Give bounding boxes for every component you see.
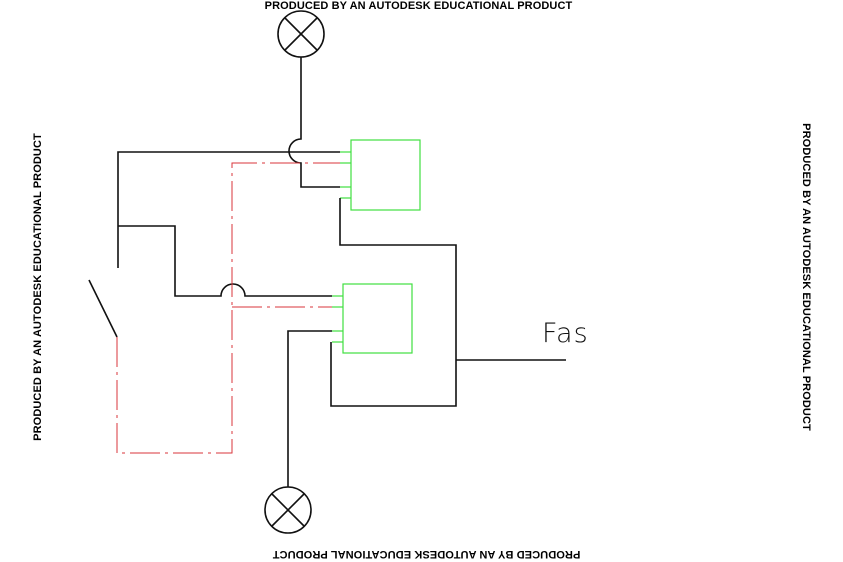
control-wires [116,162,340,454]
switch-contact [88,279,118,338]
relay-pins [332,151,351,343]
watermark-top: PRODUCED BY AN AUTODESK EDUCATIONAL PROD… [264,0,573,12]
power-wires [88,57,566,487]
phase-label: Fas [542,318,589,349]
lamp-bottom-icon [264,486,312,534]
relay-bottom [342,283,413,354]
lamp-top-icon [277,10,325,58]
relay-top [350,139,421,211]
